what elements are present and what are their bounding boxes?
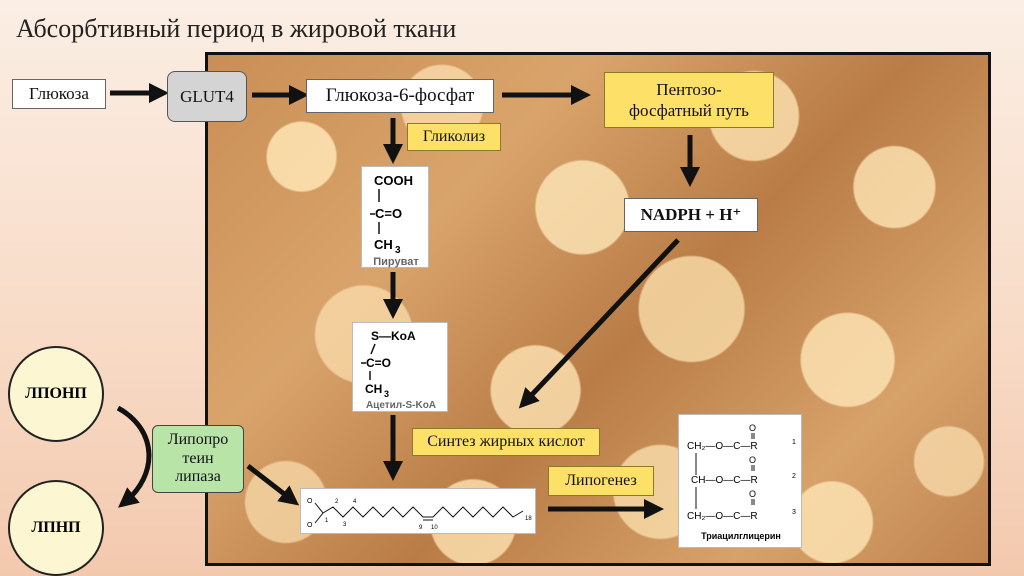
fa-o-top: O (307, 498, 313, 505)
tag-o1: O (749, 423, 756, 433)
tag-r3: 3 (792, 509, 796, 516)
pyruvate-label: Пируват (373, 256, 419, 268)
fa-o-bottom: O (307, 522, 313, 529)
glucose-6-phosphate-box: Глюкоза-6-фосфат (306, 79, 494, 113)
ldl-label: ЛПНП (31, 519, 81, 536)
fa-c9: 9 (419, 525, 423, 531)
arrow-vldl-ldl (116, 405, 152, 508)
glucose-label: Глюкоза (29, 84, 89, 104)
tag-o2: O (749, 455, 756, 465)
glycolysis-label: Гликолиз (422, 128, 486, 145)
acetyl-co: C=O (366, 356, 391, 370)
arrow-lpl-fa (246, 464, 300, 506)
lpl-label-line2: теин (182, 449, 214, 467)
acetyl-label: Ацетил-S-KoA (366, 400, 436, 411)
vldl-circle: ЛПОНП (8, 346, 104, 442)
fatty-acid-synthesis-label: Синтез жирных кислот (427, 433, 585, 450)
glucose-box: Глюкоза (12, 79, 106, 109)
lipogenesis-label: Липогенез (565, 472, 637, 489)
ppp-label-line1: Пентозо- (656, 79, 722, 99)
ldl-circle: ЛПНП (8, 480, 104, 576)
fa-c2: 2 (335, 499, 339, 505)
ppp-label-line2: фосфатный путь (629, 101, 749, 120)
glut4-box: GLUT4 (167, 71, 247, 122)
vldl-label: ЛПОНП (25, 385, 87, 402)
tag-r1: 1 (792, 439, 796, 446)
fa-chain (322, 506, 524, 518)
fa-c10: 10 (431, 525, 438, 531)
fa-c3: 3 (343, 522, 347, 528)
arrow-nadph-fa (518, 238, 680, 409)
nadph-label: NADPH + H⁺ (640, 205, 742, 225)
lipoprotein-lipase-box: Липопро теин липаза (152, 425, 244, 493)
fa-c4: 4 (353, 499, 357, 505)
acetyl-coa-structure: S—KoA C=O CH 3 Ацетил-S-KoA (352, 322, 448, 412)
g6p-label: Глюкоза-6-фосфат (325, 85, 475, 107)
fa-c1: 1 (325, 518, 329, 524)
pyruvate-structure: COOH C=O CH 3 Пируват (361, 166, 429, 268)
pyruvate-sub3: 3 (395, 245, 401, 256)
glycolysis-box: Гликолиз (407, 123, 501, 151)
pyruvate-ch: CH (374, 237, 393, 252)
lpl-label-line1: Липопро (167, 431, 229, 449)
tag-r2: 2 (792, 473, 796, 480)
fatty-acid-structure: O O 1 2 3 4 9 10 18 (300, 488, 536, 534)
tag-row2: CH—O—C—R (691, 475, 758, 486)
tag-label: Триацилглицерин (701, 531, 781, 541)
pyruvate-co: C=O (375, 206, 402, 221)
page-title: Абсорбтивный период в жировой ткани (16, 14, 457, 43)
tag-o3: O (749, 489, 756, 499)
lipogenesis-box: Липогенез (548, 466, 654, 496)
pyruvate-cooh: COOH (374, 173, 413, 188)
fa-c18: 18 (525, 516, 532, 522)
tag-row1: CH₂—O—C—R (687, 441, 758, 452)
acetyl-ch: CH (365, 382, 382, 396)
triacylglycerol-structure: O CH₂—O—C—R 1 O CH—O—C—R 2 O CH₂—O—C—R 3… (678, 414, 802, 548)
tag-row3: CH₂—O—C—R (687, 511, 758, 522)
acetyl-sub3: 3 (384, 389, 389, 399)
lpl-label-line3: липаза (175, 468, 221, 486)
pentose-phosphate-box: Пентозо- фосфатный путь (604, 72, 774, 128)
acetyl-skoa: S—KoA (371, 329, 416, 343)
glut4-label: GLUT4 (180, 86, 234, 106)
nadph-box: NADPH + H⁺ (624, 198, 758, 232)
fatty-acid-synthesis-box: Синтез жирных кислот (412, 428, 600, 456)
